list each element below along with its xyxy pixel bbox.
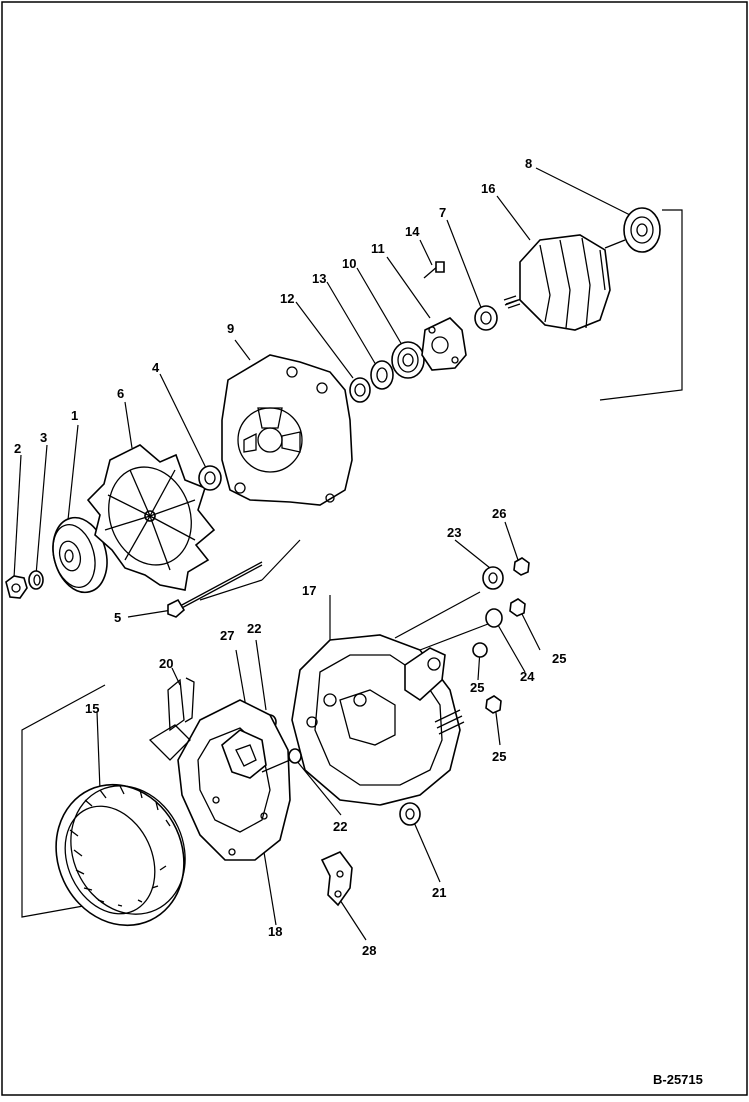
callout-23: 23 (447, 525, 461, 540)
rectifier-plate-part (177, 699, 291, 861)
callout-25b: 25 (470, 680, 484, 695)
figure-code: B-25715 (653, 1072, 703, 1087)
leader-lines (13, 167, 631, 941)
callout-21: 21 (432, 885, 446, 900)
callout-13: 13 (312, 271, 326, 286)
screw-part (423, 261, 445, 279)
washer-part (28, 570, 44, 590)
callout-25a: 25 (552, 651, 566, 666)
brush-holder-part (221, 729, 291, 779)
pulley-part (52, 516, 108, 594)
rear-bracket-part (291, 634, 465, 806)
spacer-part (198, 465, 222, 491)
stator-group-bracket (21, 684, 106, 918)
through-bolt-part (167, 561, 263, 618)
stator-part (55, 783, 186, 927)
small-bracket-part (320, 851, 353, 907)
nut-part (5, 575, 28, 599)
callout-labels: 8 16 7 14 11 10 13 12 9 4 6 1 3 2 5 17 2… (14, 156, 566, 958)
callout-20: 20 (159, 656, 173, 671)
callout-18: 18 (268, 924, 282, 939)
callout-16: 16 (481, 181, 495, 196)
retainer-plate-part (421, 317, 467, 371)
rotor-collar-part (474, 305, 498, 331)
front-bearing-part (391, 341, 425, 379)
terminal-hardware-parts (472, 557, 530, 714)
callout-10: 10 (342, 256, 356, 271)
bushing-part (399, 802, 421, 826)
callout-25c: 25 (492, 749, 506, 764)
callout-1: 1 (71, 408, 78, 423)
fan-part (86, 444, 216, 591)
callout-11: 11 (371, 241, 385, 256)
callout-6: 6 (117, 386, 124, 401)
callout-24: 24 (520, 669, 535, 684)
callout-15: 15 (85, 701, 99, 716)
regulator-leads-part (148, 677, 195, 761)
callout-27: 27 (220, 628, 234, 643)
callout-2: 2 (14, 441, 21, 456)
callout-14: 14 (405, 224, 420, 239)
callout-8: 8 (525, 156, 532, 171)
callout-22a: 22 (247, 621, 261, 636)
collar-part (349, 377, 371, 403)
callout-12: 12 (280, 291, 294, 306)
callout-26: 26 (492, 506, 506, 521)
callout-7: 7 (439, 205, 446, 220)
rotor-group-bracket (599, 209, 683, 401)
front-bracket-part (221, 354, 353, 506)
callout-22b: 22 (333, 819, 347, 834)
callout-28: 28 (362, 943, 376, 958)
callout-5: 5 (114, 610, 121, 625)
rotor-part (503, 234, 626, 331)
callout-3: 3 (40, 430, 47, 445)
callout-9: 9 (227, 321, 234, 336)
callout-4: 4 (152, 360, 160, 375)
callout-17: 17 (302, 583, 316, 598)
rear-bearing-part (623, 207, 661, 253)
ring-part (370, 360, 394, 390)
